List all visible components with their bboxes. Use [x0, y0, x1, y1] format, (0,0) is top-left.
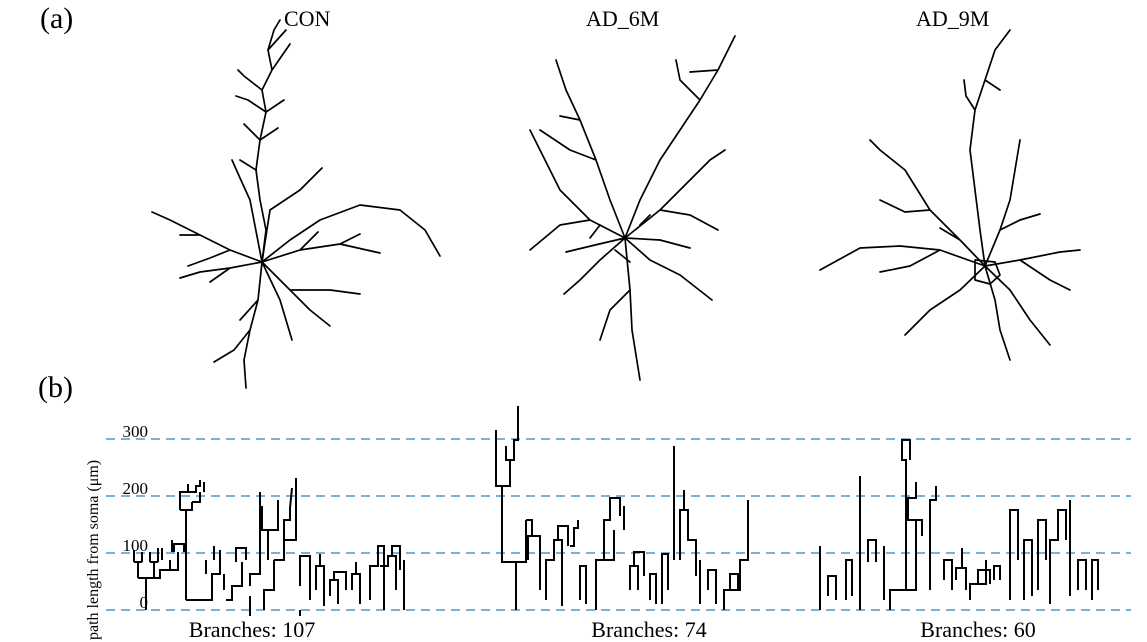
branch-count-con: Branches: 107	[189, 617, 315, 642]
neuron-tracing-con	[151, 19, 441, 389]
branch-count-ad-6m: Branches: 74	[591, 617, 706, 642]
dendrogram-con	[133, 478, 405, 616]
neuron-tracing-ad-9m	[819, 29, 1081, 361]
branch-count-ad-9m: Branches: 60	[920, 617, 1035, 642]
condition-label-ad-9m: AD_9M	[916, 6, 989, 31]
panel-a-label: (a)	[40, 2, 73, 35]
y-tick-label-0: 0	[140, 593, 149, 612]
y-axis-label: path length from soma (μm)	[85, 460, 102, 640]
dendrogram-ad-6m	[495, 406, 749, 610]
condition-label-ad-6m: AD_6M	[586, 6, 659, 31]
gridlines	[106, 438, 1131, 611]
tick-labels: 0 100 200 300	[123, 422, 149, 612]
y-tick-label-300: 300	[123, 422, 149, 441]
dendrogram-ad-9m	[819, 439, 1099, 610]
panel-b-label: (b)	[38, 371, 73, 404]
y-tick-label-100: 100	[123, 536, 149, 555]
neuron-tracing-ad-6m	[529, 35, 736, 381]
condition-label-con: CON	[284, 6, 331, 31]
y-tick-label-200: 200	[123, 479, 149, 498]
